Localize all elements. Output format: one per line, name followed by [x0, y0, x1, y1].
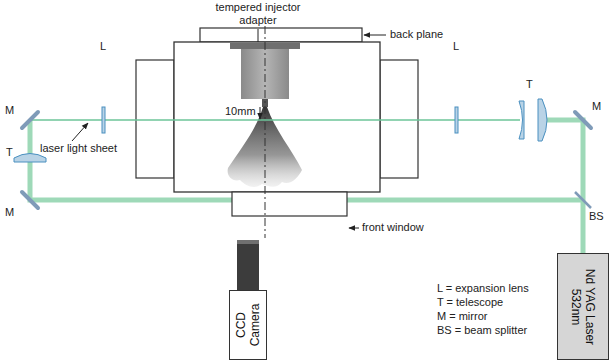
- part-label: tempered injector adapter: [213, 1, 303, 26]
- component-letter: M: [5, 104, 14, 117]
- leader-arrow: [364, 35, 386, 36]
- dimension-label: 10mm: [225, 105, 256, 118]
- leader-arrow: [349, 228, 359, 229]
- chamber: [174, 42, 380, 192]
- legend-key: T = telescope: [437, 296, 503, 309]
- mirrors: [22, 112, 591, 208]
- expansion-lens: [455, 107, 458, 133]
- expansion-lens: [102, 107, 105, 133]
- component-letter: M: [5, 206, 14, 219]
- part-label: back plane: [390, 28, 443, 41]
- telescope-lens: [14, 154, 46, 163]
- back-plane: [200, 28, 362, 42]
- side-window: [380, 60, 418, 178]
- beam-splitter: [575, 192, 591, 208]
- leader-line: [258, 29, 259, 42]
- camera-lens-rim: [237, 240, 259, 244]
- component-letter: BS: [589, 210, 604, 223]
- camera-lens: [237, 240, 259, 290]
- laser-box: Nd YAG Laser 532nm: [557, 253, 609, 360]
- node-text: CCD Camera: [234, 294, 263, 356]
- legend-key: M = mirror: [437, 310, 487, 323]
- part-label: front window: [362, 221, 424, 234]
- telescope-lens: [519, 101, 524, 139]
- legend-key: BS = beam splitter: [437, 324, 527, 337]
- leader-arrow: [72, 123, 88, 141]
- component-letter: T: [526, 78, 533, 91]
- telescope-lens: [538, 99, 547, 141]
- part-label: laser light sheet: [40, 142, 117, 155]
- camera-box: CCD Camera: [229, 290, 267, 360]
- component-letter: L: [453, 40, 459, 53]
- center-line: [265, 26, 266, 238]
- component-letter: M: [592, 100, 601, 113]
- component-letter: L: [100, 40, 106, 53]
- component-letter: T: [6, 146, 13, 159]
- node-text: Nd YAG Laser 532nm: [569, 257, 598, 356]
- legend-key: L = expansion lens: [437, 282, 529, 295]
- side-window: [136, 60, 174, 178]
- dimension-arrow: [260, 107, 261, 119]
- front-window: [232, 192, 347, 216]
